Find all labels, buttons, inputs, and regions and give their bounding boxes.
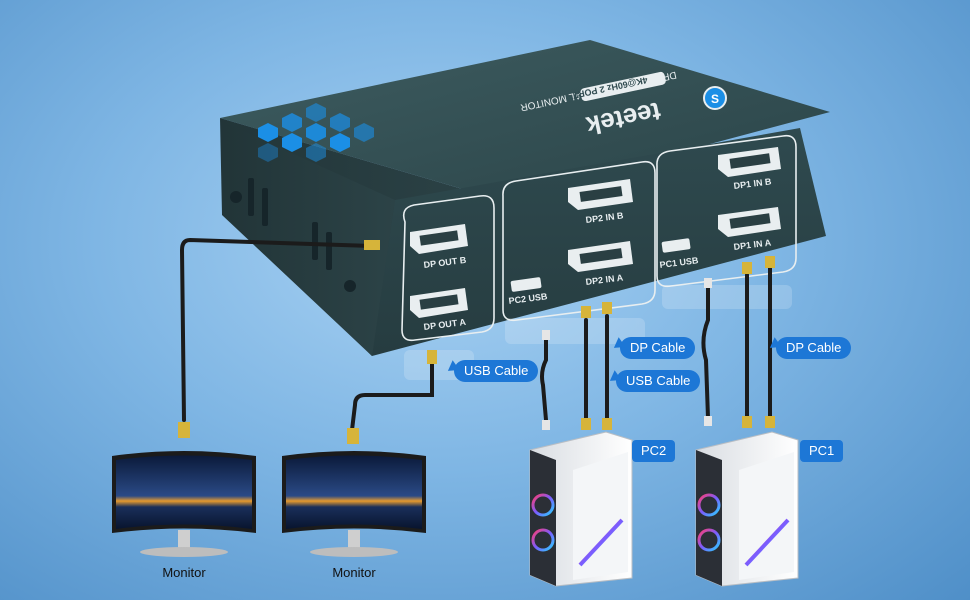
badge-frame (580, 71, 666, 102)
device-front-panel (372, 128, 826, 356)
port-group-pc2 (502, 160, 656, 322)
cable-plugs (178, 240, 775, 444)
port-group-pc1 (656, 134, 797, 288)
port-label-dp2-in-a: DP2 IN A (585, 272, 624, 287)
monitor-left-label: Monitor (162, 565, 206, 580)
monitor-right-label: Monitor (332, 565, 376, 580)
callout-usb-cable-right: USB Cable (616, 370, 701, 392)
pc1-tower-image (695, 431, 799, 587)
port-label-dp2-in-b: DP2 IN B (585, 210, 624, 225)
usb-port-shapes (510, 238, 691, 292)
callout-usb-cable-left: USB Cable (454, 360, 539, 382)
device-top-face (220, 40, 830, 200)
hex-pattern (258, 103, 374, 162)
monitor-left-image (112, 451, 256, 557)
port-label-pc2-usb: PC2 USB (508, 291, 548, 306)
callout-dp-cable-left: DP Cable (620, 337, 696, 359)
monitor-right-image (282, 451, 426, 557)
pc2-tower-image (529, 431, 633, 587)
brand-logo: S (703, 86, 727, 110)
callout-dp-cable-right: DP Cable (776, 337, 852, 359)
kvm-switch-device: S (220, 40, 830, 356)
pc2-label: PC2 (632, 440, 676, 462)
port-label-pc1-usb: PC1 USB (659, 255, 699, 270)
port-label-dp1-in-b: DP1 IN B (733, 176, 772, 191)
svg-text:S: S (711, 92, 719, 106)
port-label-dp1-in-a: DP1 IN A (733, 237, 772, 252)
side-vent-slots (230, 178, 356, 292)
port-group-out (401, 194, 495, 342)
pc1-label: PC1 (800, 440, 844, 462)
